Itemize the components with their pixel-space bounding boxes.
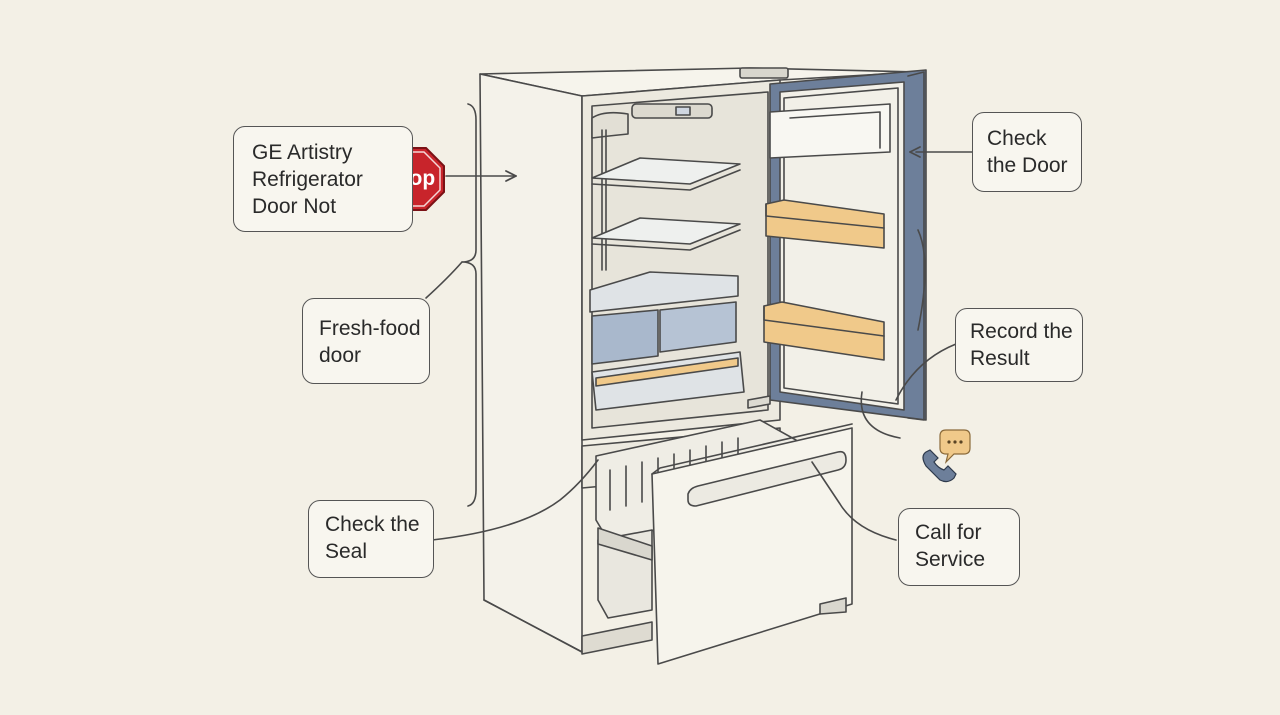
freezer-handle [687,450,847,507]
top-hinge [739,67,789,79]
leader-call-service [811,461,897,541]
check-door-line-1: Check [987,127,1047,150]
deli-drawer-stripe [595,357,739,387]
control-display [675,106,691,116]
fridge-left-side [479,73,583,653]
callout-call-service: Call for Service [898,508,1020,586]
drawer-foot [819,597,847,615]
callout-fresh-food-door: Fresh-food door [302,298,430,384]
callout-title: GE Artistry Refrigerator Door Not [233,126,413,232]
leader-fresh-food [425,261,463,299]
door-edge [907,71,925,421]
crisper-drawer-right [659,301,737,353]
leader-title-arrow [505,170,517,182]
toe-kick [581,621,653,655]
callout-record-result: Record the Result [955,308,1083,382]
check-seal-line-2: Seal [325,540,368,563]
door-bin-upper [765,199,885,249]
title-line-2: Refrigerator [252,168,363,191]
glass-shelf-1 [591,157,741,185]
title-line-3: Door Not [252,195,337,218]
crisper-shelf [589,271,739,313]
phone-icon [922,449,957,483]
glass-shelf-2 [591,217,741,245]
call-service-line-1: Call for [915,521,982,544]
light-housing [591,111,629,139]
leader-record-result [895,343,957,401]
callout-check-door: Check the Door [972,112,1082,192]
leader-check-door-arrow [909,146,921,158]
door-gasket [783,87,899,405]
callout-check-seal: Check the Seal [308,500,434,578]
drawer-rail [597,527,653,561]
control-panel [631,103,713,119]
leader-phone [860,391,901,439]
record-result-line-2: Result [970,347,1030,370]
call-service-line-2: Service [915,548,986,571]
door-bin-lower [763,301,885,361]
fresh-food-line-1: Fresh-food [319,317,421,340]
fresh-food-line-2: door [319,344,362,367]
leader-check-seal [431,459,599,541]
height-brace [461,103,477,507]
check-seal-line-1: Check the [325,513,420,536]
title-line-1: GE Artistry [252,141,353,164]
check-door-line-2: the Door [987,154,1068,177]
record-result-line-1: Record the [970,320,1073,343]
crisper-drawer-left [591,309,659,365]
chat-bubble-icon [939,429,971,464]
